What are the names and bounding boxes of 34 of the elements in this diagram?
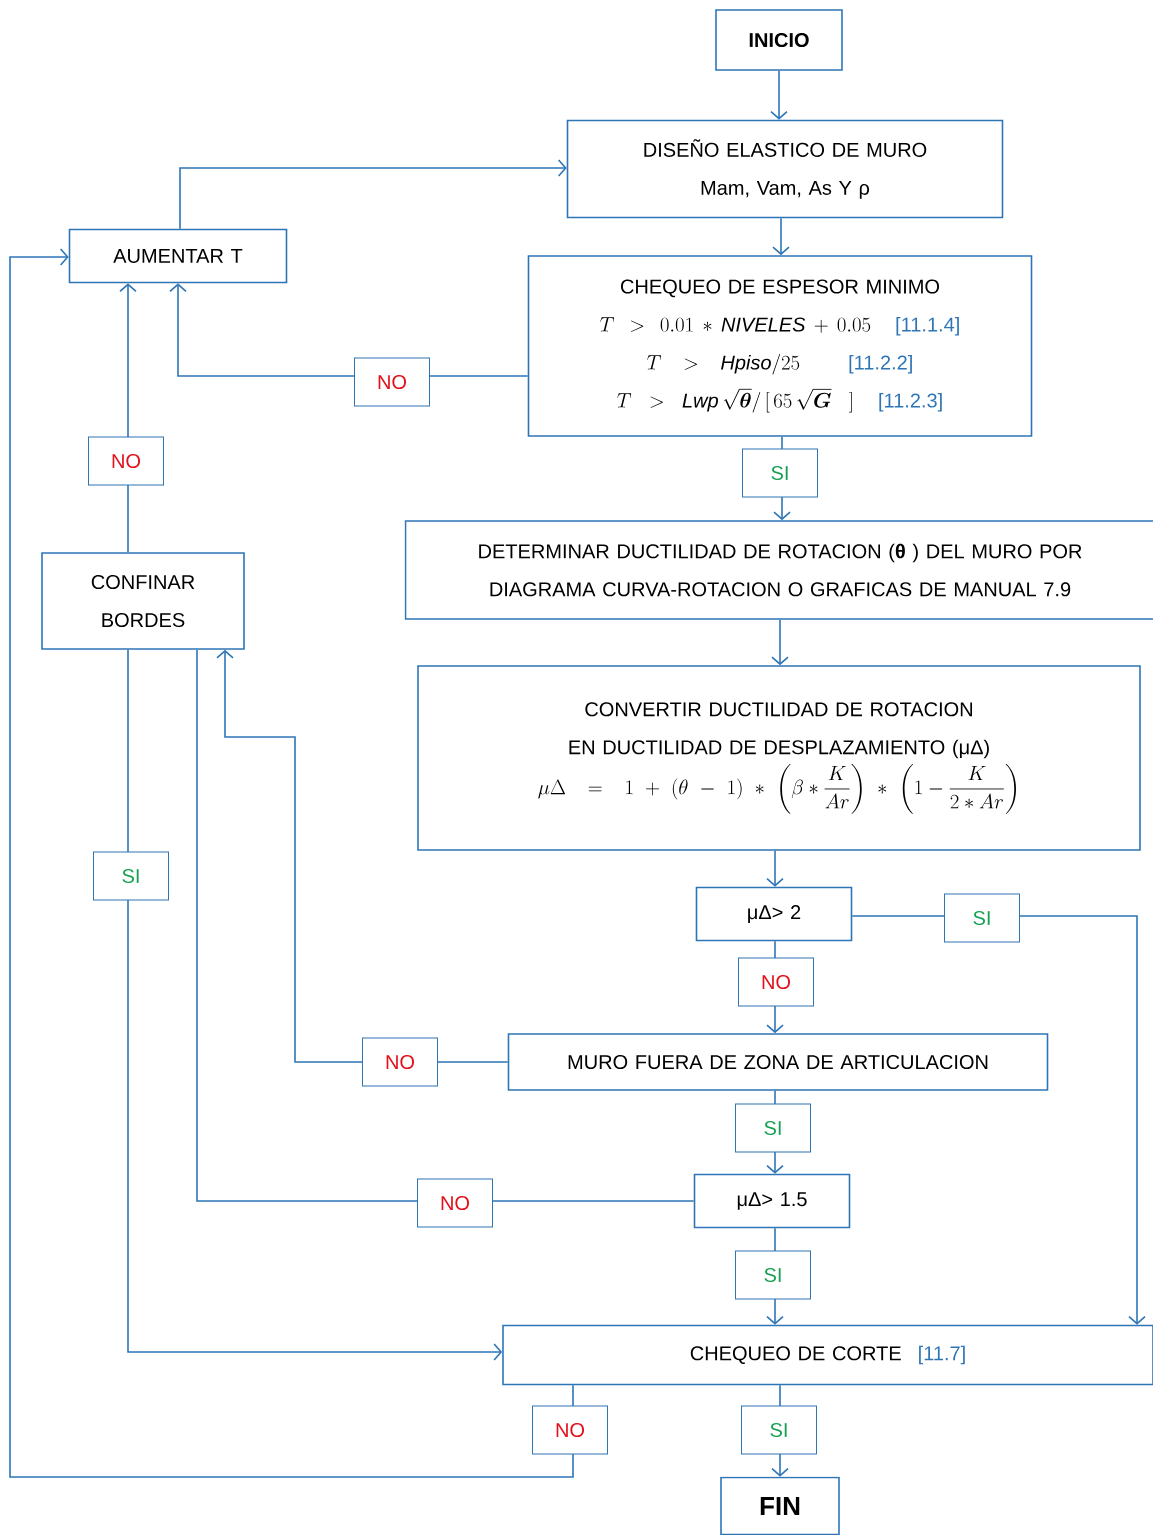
- process-box: AUMENTAR T: [68, 228, 288, 284]
- edge-label: NO: [532, 1405, 608, 1455]
- edge-label: SI: [741, 1405, 817, 1455]
- check-box: CHEQUEO DE CORTE [11.7]: [502, 1324, 1153, 1386]
- start-box: INICIO: [715, 9, 843, 71]
- decision-box: μΔ> 2: [695, 886, 853, 942]
- check-box: CHEQUEO DE ESPESOR MINIMO $T > 0.01 \ast \mathit{NIVELES} + 0.05$ [11.1.4] $T > \mathit{Hpiso}/25$ [11.2.2] $T > \mathit{Lwp}\,\sqrt{\boldsymbol{\theta}}/\,[\,65\,\sqrt{\boldsymbol{G}}\;]$ [11.2.3]: [527, 255, 1033, 437]
- process-box: CONVERTIR DUCTILIDAD DE ROTACION EN DUCTILIDAD DE DESPLAZAMIENTO (μΔ) $\mu\Delta = 1 + (\theta - 1) \ast \left(\beta \ast \frac{K}{Ar}\right) \ast \left(1 - \frac{K}{2 \ast Ar}\right)$: [417, 665, 1141, 851]
- edge-label: SI: [93, 851, 169, 901]
- arrow: [771, 619, 789, 666]
- arrow: [9, 248, 574, 1478]
- arrow: [772, 217, 790, 256]
- arrow: [179, 159, 567, 230]
- edge-label: SI: [735, 1103, 811, 1153]
- decision-box: MURO FUERA DE ZONA DE ARTICULACION: [507, 1033, 1049, 1091]
- arrow: [216, 649, 509, 1063]
- edge-label: NO: [362, 1037, 438, 1087]
- edge-label: SI: [742, 448, 818, 498]
- end-box: FIN: [720, 1476, 840, 1535]
- process-box: DISEÑO ELASTICO DE MURO Mam, Vam, As Y ρ: [566, 119, 1004, 219]
- decision-box: μΔ> 1.5: [693, 1173, 851, 1229]
- edge-label: NO: [354, 357, 430, 407]
- arrow: [851, 915, 1146, 1325]
- edge-label: NO: [88, 436, 164, 486]
- arrow: [766, 850, 784, 887]
- arrow: [770, 70, 788, 120]
- connector-line: [196, 649, 695, 1202]
- process-box: CONFINAR BORDES: [41, 552, 245, 650]
- edge-label: SI: [944, 893, 1020, 943]
- edge-label: SI: [735, 1250, 811, 1300]
- arrow: [127, 649, 503, 1361]
- process-box: DETERMINAR DUCTILIDAD DE ROTACION (θ ) DEL MURO POR DIAGRAMA CURVA-ROTACION O GRAFICAS DE MANUAL 7.9: [404, 520, 1153, 620]
- edge-label: NO: [417, 1178, 493, 1228]
- edge-label: NO: [738, 957, 814, 1007]
